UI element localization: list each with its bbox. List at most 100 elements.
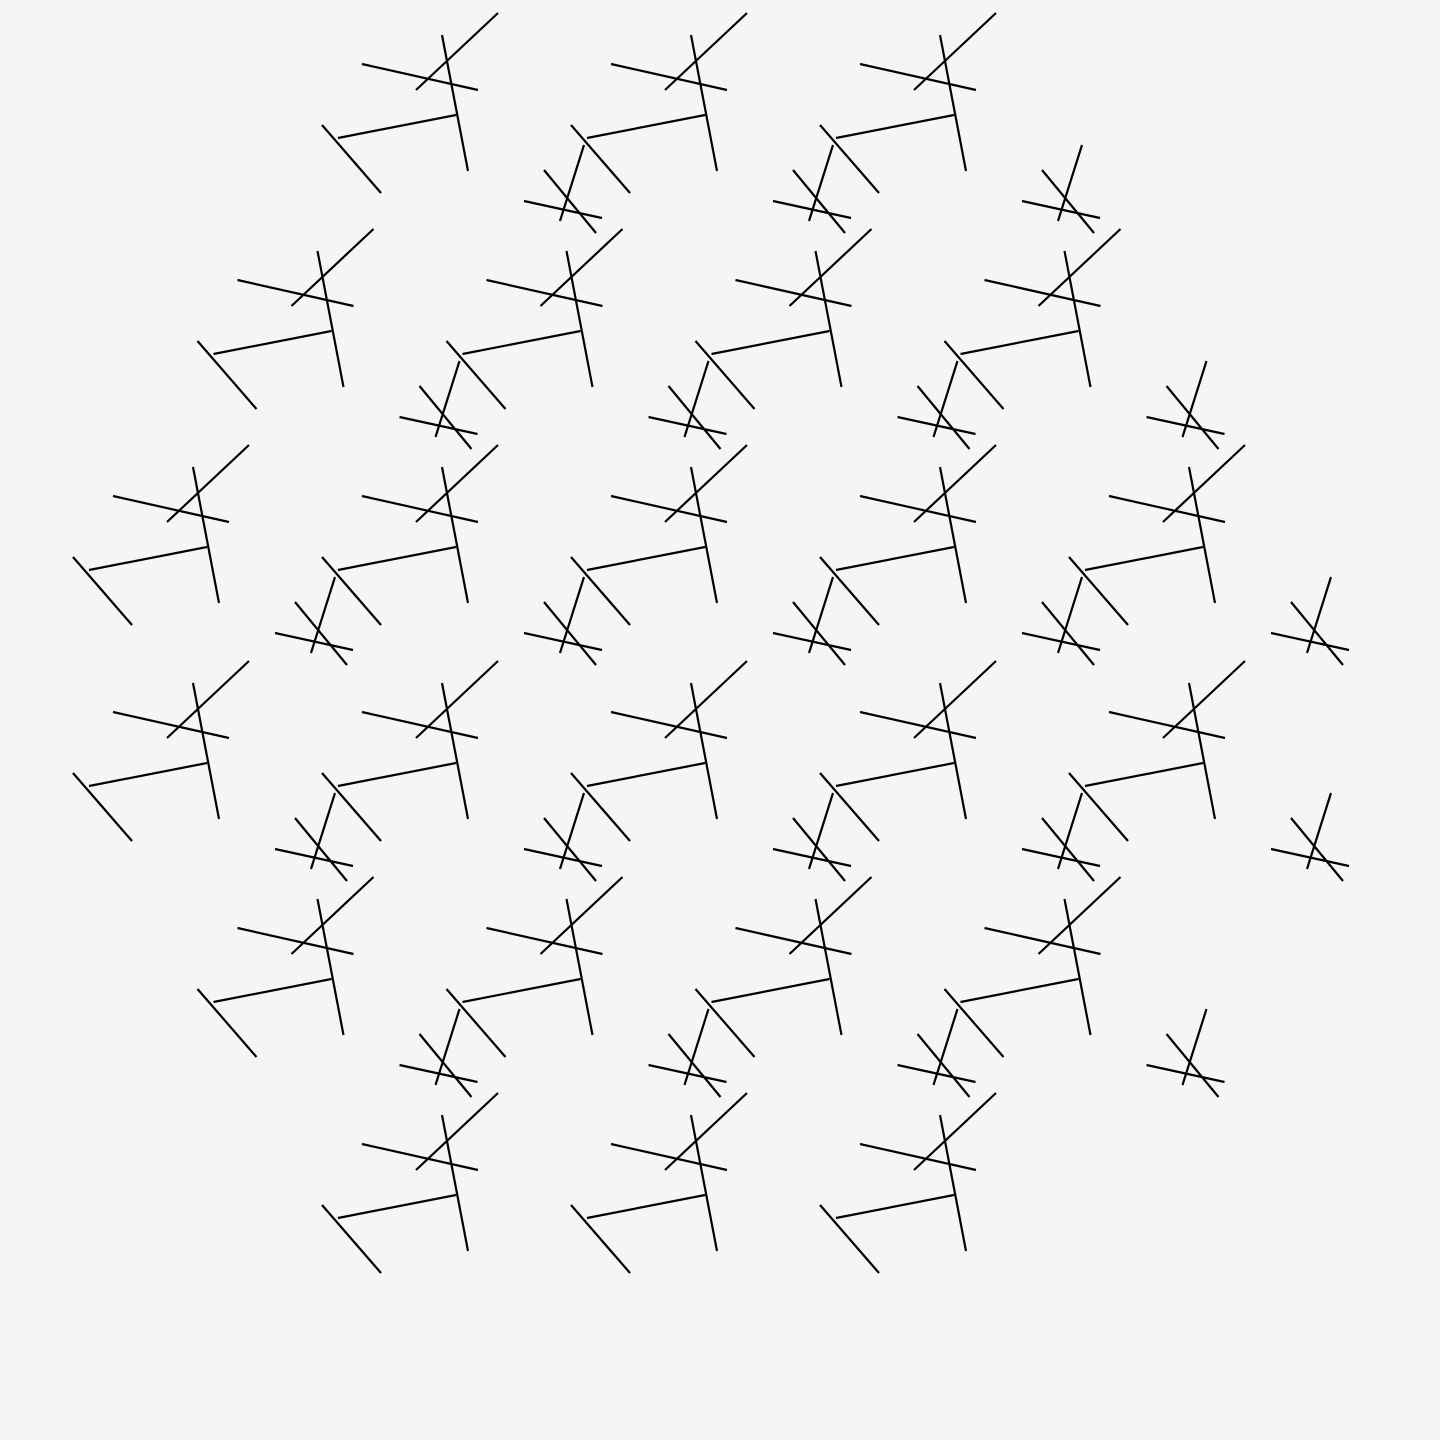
motif (196, 228, 375, 410)
motif-stroke (570, 556, 631, 626)
motif-stroke (664, 444, 748, 523)
motif-stroke (166, 444, 250, 523)
motif-stroke (543, 601, 597, 666)
motif-stroke (1041, 817, 1095, 882)
motif-stroke (543, 169, 597, 234)
motif (321, 12, 499, 194)
motif-stroke (859, 62, 977, 92)
motif (523, 792, 603, 882)
motif (321, 1092, 499, 1274)
motif-stroke (294, 817, 348, 882)
motif-stroke (689, 34, 719, 172)
motif-stroke (1165, 1033, 1220, 1098)
motif (897, 360, 976, 450)
motif-stroke (819, 556, 880, 626)
motif-stroke (1068, 772, 1129, 842)
motif-stroke (213, 977, 332, 1004)
motif (523, 144, 603, 234)
motif (772, 144, 852, 234)
motif-stroke (807, 144, 835, 222)
motif-stroke (565, 250, 594, 388)
motif-stroke (440, 682, 470, 820)
motif (445, 876, 624, 1058)
motif-stroke (1063, 898, 1092, 1036)
motif-stroke (683, 360, 710, 438)
motif (897, 1008, 976, 1098)
motif (72, 444, 250, 626)
motif-stroke (112, 710, 230, 740)
motif-stroke (913, 12, 997, 91)
motif-stroke (1290, 817, 1344, 882)
motif-stroke (916, 1033, 971, 1098)
motif (648, 1008, 727, 1098)
motif-stroke (213, 329, 332, 356)
motif-stroke (943, 988, 1005, 1058)
motif-stroke (539, 876, 624, 955)
motif (819, 660, 997, 842)
motif-stroke (610, 62, 728, 92)
motif-stroke (440, 34, 470, 172)
motif-stroke (610, 1142, 728, 1172)
motif-stroke (361, 494, 479, 524)
motif-stroke (486, 278, 603, 308)
motif-layer (72, 12, 1350, 1274)
motif-stroke (440, 466, 470, 604)
motif (1270, 792, 1350, 882)
motif-stroke (667, 385, 722, 450)
motif-stroke (788, 228, 873, 307)
motif-stroke (814, 898, 843, 1036)
motif-stroke (290, 876, 375, 955)
motif-stroke (1068, 556, 1129, 626)
motif-stroke (1162, 444, 1246, 523)
motif-stroke (418, 1033, 473, 1098)
motif-stroke (294, 601, 348, 666)
motif (445, 228, 624, 410)
motif-stroke (565, 898, 594, 1036)
motif-stroke (1108, 710, 1226, 740)
motif-stroke (1165, 385, 1220, 450)
motif-stroke (321, 124, 382, 194)
motif-stroke (1056, 576, 1084, 654)
motif-stroke (819, 124, 880, 194)
motif-stroke (434, 1008, 461, 1086)
motif-stroke (191, 682, 221, 820)
motif-stroke (984, 926, 1101, 956)
motif-stroke (337, 113, 457, 140)
motif (196, 876, 375, 1058)
motif-stroke (859, 1142, 977, 1172)
motif-stroke (440, 1114, 470, 1252)
motif-stroke (586, 761, 706, 788)
motif (523, 576, 603, 666)
motif (943, 228, 1122, 410)
motif (1146, 360, 1225, 450)
motif (570, 12, 748, 194)
motif-stroke (807, 792, 835, 870)
motif-stroke (196, 340, 258, 410)
motif-stroke (316, 898, 345, 1036)
motif-stroke (316, 250, 345, 388)
motif-stroke (814, 250, 843, 388)
motif-stroke (418, 385, 473, 450)
motif (399, 360, 478, 450)
motif (1021, 144, 1101, 234)
motif (1068, 444, 1246, 626)
motif-stroke (913, 1092, 997, 1171)
motif-stroke (415, 12, 499, 91)
motif-stroke (290, 228, 375, 307)
motif-stroke (943, 340, 1005, 410)
motif (570, 660, 748, 842)
motif (399, 1008, 478, 1098)
motif-stroke (445, 988, 507, 1058)
motif-stroke (689, 1114, 719, 1252)
motif-stroke (337, 761, 457, 788)
motif-stroke (415, 1092, 499, 1171)
motif-stroke (1084, 761, 1204, 788)
motif-stroke (72, 556, 133, 626)
motif (772, 792, 852, 882)
motif-stroke (1037, 876, 1122, 955)
motif (72, 660, 250, 842)
motif-stroke (859, 710, 977, 740)
motif-stroke (792, 817, 846, 882)
motif-stroke (415, 660, 499, 739)
motif-stroke (664, 1092, 748, 1171)
